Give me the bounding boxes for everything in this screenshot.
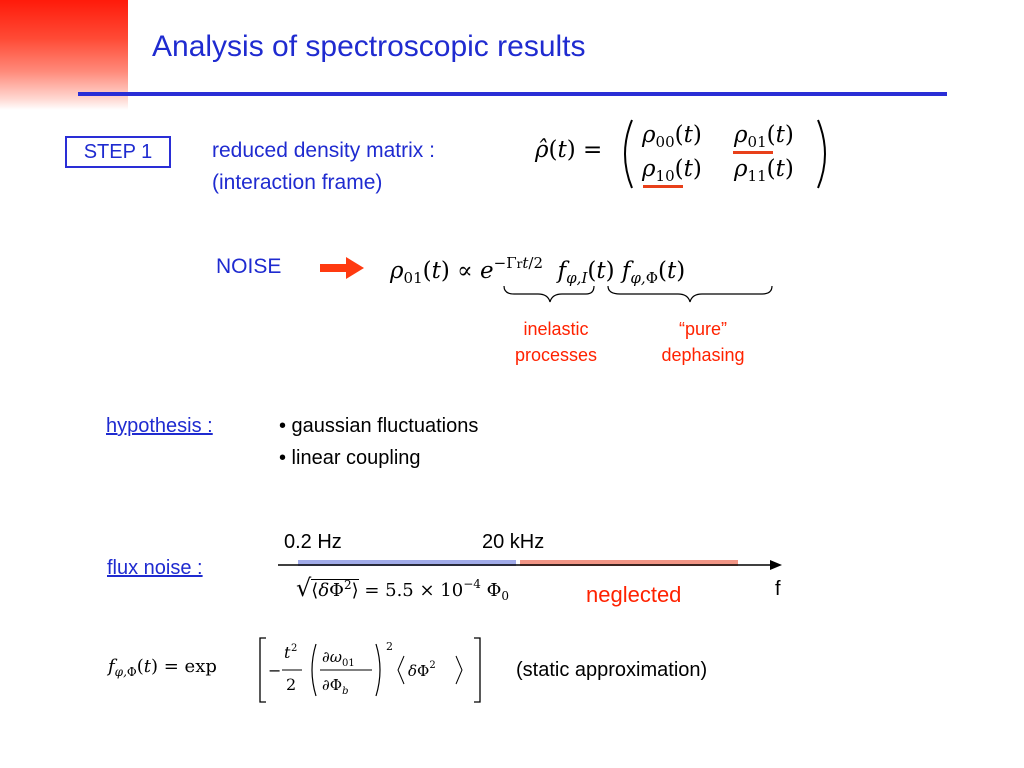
matrix-element-01: ρ01(t) — [734, 122, 794, 151]
pure-line2: dephasing — [661, 345, 745, 365]
inelastic-processes-label: inelastic processes — [496, 316, 616, 368]
step1-description-line1: reduced density matrix : — [212, 139, 435, 162]
step1-box: STEP 1 — [65, 136, 171, 168]
noise-label: NOISE — [216, 255, 282, 278]
svg-text:2: 2 — [386, 640, 393, 653]
flux-variance-equation: √⟨δΦ2⟩ = 5.5 × 10−4 Φ0 — [296, 574, 510, 603]
pure-line1: “pure” — [678, 319, 727, 339]
frequency-axis — [278, 560, 782, 570]
dephasing-function-rhs: − t 2 2 ∂ω01 ∂Φb 2 δΦ2 — [259, 637, 481, 703]
hypothesis-label: hypothesis : — [106, 415, 213, 437]
corner-gradient — [0, 0, 128, 110]
inelastic-line2: processes — [514, 345, 598, 365]
svg-text:t: t — [284, 643, 291, 662]
svg-text:δΦ2: δΦ2 — [408, 660, 436, 680]
slide-title: Analysis of spectroscopic results — [152, 30, 586, 63]
title-underline-rule — [78, 92, 947, 96]
highlight-rho10 — [643, 185, 683, 188]
pure-dephasing-label: “pure” dephasing — [640, 316, 766, 368]
flux-noise-label: flux noise : — [107, 557, 203, 579]
matrix-parentheses — [624, 119, 826, 189]
svg-text:∂ω01: ∂ω01 — [322, 648, 355, 669]
svg-text:2: 2 — [291, 643, 297, 654]
neglected-label: neglected — [586, 582, 682, 607]
high-freq-band — [520, 560, 738, 566]
low-frequency-label: 0.2 Hz — [284, 531, 342, 553]
matrix-element-10: ρ10(t) — [642, 156, 702, 185]
static-approximation-label: (static approximation) — [516, 659, 708, 681]
svg-text:∂Φb: ∂Φb — [322, 676, 348, 697]
hypothesis-item-2: • linear coupling — [279, 447, 421, 469]
noise-equation: ρ01(t) ∝ e−Γrt/2 fφ,I(t) fφ,Φ(t) — [390, 254, 686, 287]
svg-text:2: 2 — [286, 675, 296, 694]
svg-text:−: − — [268, 661, 281, 680]
highlight-rho01 — [733, 151, 773, 154]
hypothesis-item-1: • gaussian fluctuations — [279, 415, 479, 437]
underbraces — [503, 285, 773, 303]
density-matrix-lhs: ρ̂(t) = — [535, 137, 603, 163]
inelastic-line1: inelastic — [523, 319, 589, 339]
low-freq-band — [298, 560, 516, 566]
matrix-element-11: ρ11(t) — [734, 156, 794, 185]
arrow-right-icon — [320, 257, 364, 279]
axis-f-label: f — [775, 578, 781, 600]
high-frequency-label: 20 kHz — [482, 531, 545, 553]
dephasing-function-lhs: fφ,Φ(t) = exp — [108, 656, 217, 679]
matrix-element-00: ρ00(t) — [642, 122, 702, 151]
step1-description-line2: (interaction frame) — [212, 171, 383, 194]
